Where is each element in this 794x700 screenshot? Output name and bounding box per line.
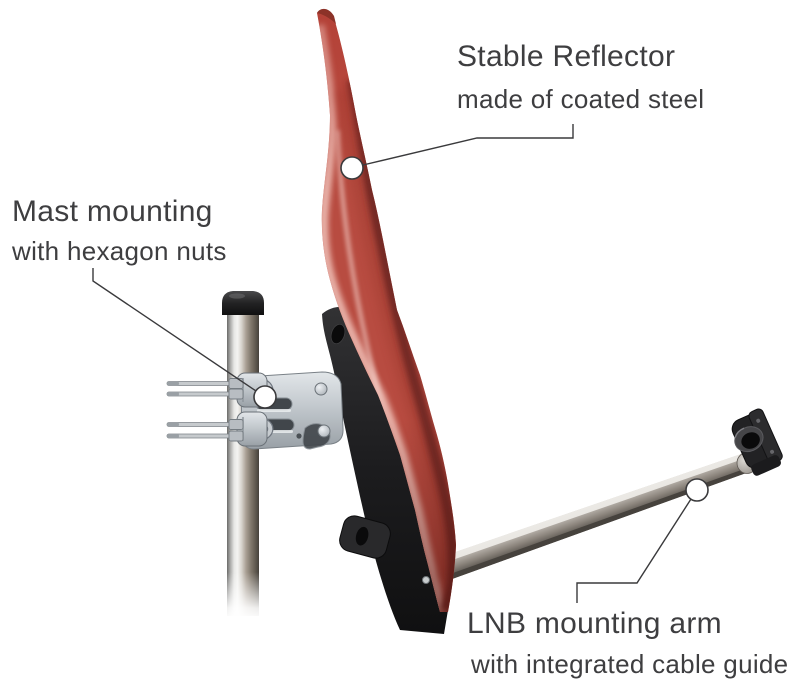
mast-pole-fade (224, 572, 262, 620)
lnb-leader-line (576, 498, 692, 603)
mast-bracket (166, 371, 344, 450)
mast-leader-line (92, 268, 257, 392)
lnb-label-title: LNB mounting arm (467, 607, 722, 640)
reflector-label-title: Stable Reflector (457, 40, 676, 73)
reflector-leader-line (362, 124, 574, 166)
mast-label-title: Mast mounting (12, 195, 213, 228)
back-mount-foot (339, 515, 391, 559)
lnb-label-subtitle: with integrated cable guide (471, 648, 789, 679)
lnb-holder-bore (741, 432, 760, 449)
lnb-arm-bottom-edge (439, 468, 749, 583)
reflector-label: Stable Reflector made of coated steel (457, 40, 704, 114)
mast-callout-marker (253, 385, 277, 409)
mast-cap-highlight (229, 293, 245, 299)
lnb-holder-screw-bottom (770, 449, 775, 454)
mast-pole-tube (227, 310, 259, 616)
lnb-holder-rim-highlight (734, 427, 745, 438)
hexagon-nuts (228, 378, 244, 442)
mast-label-subtitle: with hexagon nuts (12, 235, 227, 266)
dish-rim-hook (317, 8, 336, 24)
bracket-small-hole (296, 433, 302, 439)
lnb-arm (432, 452, 758, 583)
mast-pole (222, 291, 264, 620)
annotation-layer (92, 124, 709, 603)
lnb-arm-top-face (432, 453, 746, 566)
back-mount-body (322, 306, 448, 634)
mast-label: Mast mounting with hexagon nuts (12, 195, 227, 266)
lnb-holder-foot (751, 455, 781, 476)
bracket-bolt-bottom (317, 424, 331, 438)
back-mount-top-hole (330, 323, 346, 345)
lnb-callout-marker (685, 478, 709, 502)
lnb-arm-tube (432, 453, 749, 583)
lnb-holder-screw-top (756, 418, 761, 423)
bracket-bolt-top (314, 382, 328, 396)
lnb-label: LNB mounting arm with integrated cable g… (467, 607, 788, 679)
back-mount-screw (422, 576, 430, 584)
reflector-label-subtitle: made of coated steel (457, 83, 705, 114)
lnb-holder (731, 408, 783, 476)
bracket-slot-lip-upper (257, 409, 291, 412)
reflector-callout-marker (340, 156, 364, 180)
dish-back-mount (322, 306, 448, 634)
